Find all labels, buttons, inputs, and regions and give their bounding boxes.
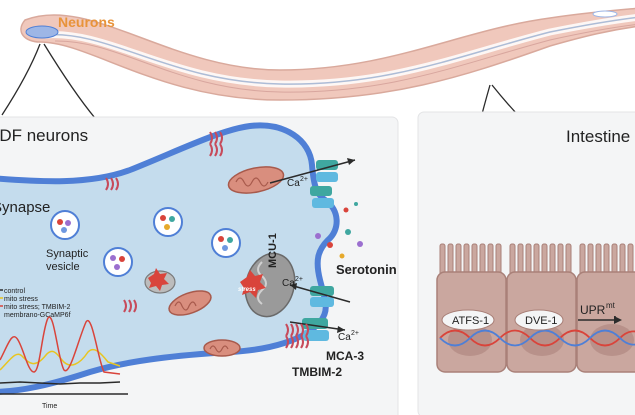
vesicle-label-line1: Synaptic bbox=[46, 248, 89, 260]
mca3-pump bbox=[289, 318, 346, 341]
ca-superscript-bottom: 2+ bbox=[351, 330, 359, 337]
atfs1-label: ATFS-1 bbox=[452, 315, 489, 327]
membrane-receptor-upper bbox=[105, 177, 119, 191]
serotonin-label: Serotonin bbox=[336, 262, 397, 277]
trace-legend: control mito stress mito stress; TMBIM-2… bbox=[0, 288, 71, 319]
trace-mito-stress bbox=[0, 348, 121, 371]
serotonin-molecules bbox=[315, 202, 363, 259]
mcu1-label: MCU-1 bbox=[267, 233, 279, 268]
vesicle bbox=[153, 207, 183, 237]
calcium-trace-plot: Time bbox=[0, 316, 128, 410]
trace-mito-stress-tmbim2 bbox=[0, 316, 121, 375]
atfs1-badge: ATFS-1 bbox=[441, 309, 495, 331]
trace-control bbox=[0, 381, 121, 385]
worm-head-neurons bbox=[25, 25, 59, 39]
calcium-channel-top bbox=[269, 158, 356, 184]
legend-entry: control bbox=[4, 288, 25, 295]
worm-body bbox=[20, 7, 635, 101]
legend-entry: mito stress; TMBIM-2 bbox=[4, 304, 70, 311]
mitochondrion bbox=[203, 339, 241, 357]
mitochondrion bbox=[227, 166, 285, 194]
ca-superscript-mid: 2+ bbox=[295, 276, 303, 283]
ca-label-bottom: Ca bbox=[338, 332, 351, 343]
right-panel-title: Intestine bbox=[566, 127, 630, 146]
calcium-channel-lower bbox=[310, 186, 334, 208]
ca-label-top: Ca bbox=[287, 178, 300, 189]
nucleus bbox=[590, 324, 634, 356]
vesicle-label-line2: vesicle bbox=[46, 261, 80, 273]
vesicle bbox=[103, 247, 133, 277]
legend-entry: membrano-GCaMP6f bbox=[4, 312, 71, 319]
left-panel-title: ADF neurons bbox=[0, 126, 88, 145]
synaptic-vesicles bbox=[50, 207, 241, 277]
legend-entry: mito stress bbox=[4, 296, 38, 303]
stress-label: stress bbox=[238, 287, 256, 293]
intestinal-cell bbox=[576, 271, 635, 373]
ca-label-mid: Ca bbox=[282, 278, 295, 289]
synapse-label: Synapse bbox=[0, 199, 50, 216]
dve1-label: DVE-1 bbox=[525, 315, 557, 327]
membrane-receptor-bottom bbox=[123, 299, 137, 313]
dna-helix bbox=[439, 329, 635, 347]
stress-burst-icon: stress bbox=[238, 270, 266, 298]
tmbim2-label: TMBIM-2 bbox=[292, 365, 342, 379]
vesicle bbox=[211, 228, 241, 258]
upr-arrowhead bbox=[614, 316, 622, 324]
ca-superscript-top: 2+ bbox=[300, 176, 308, 183]
stress-burst-icon-small bbox=[148, 268, 169, 291]
mitochondrion bbox=[168, 290, 212, 316]
mca3-label: MCA-3 bbox=[326, 349, 364, 363]
intestinal-cells bbox=[436, 243, 635, 373]
upr-superscript: mt bbox=[606, 301, 616, 310]
neurons-label: Neurons bbox=[58, 14, 115, 30]
trace-x-label: Time bbox=[42, 403, 57, 410]
worm-tail bbox=[592, 10, 618, 18]
membrane-receptor-top bbox=[209, 131, 223, 157]
tmbim2-receptor bbox=[285, 323, 309, 349]
calcium-channel-mid bbox=[289, 283, 351, 307]
dve1-badge: DVE-1 bbox=[514, 309, 564, 331]
upr-label: UPR bbox=[580, 303, 606, 317]
vesicle bbox=[50, 210, 80, 240]
